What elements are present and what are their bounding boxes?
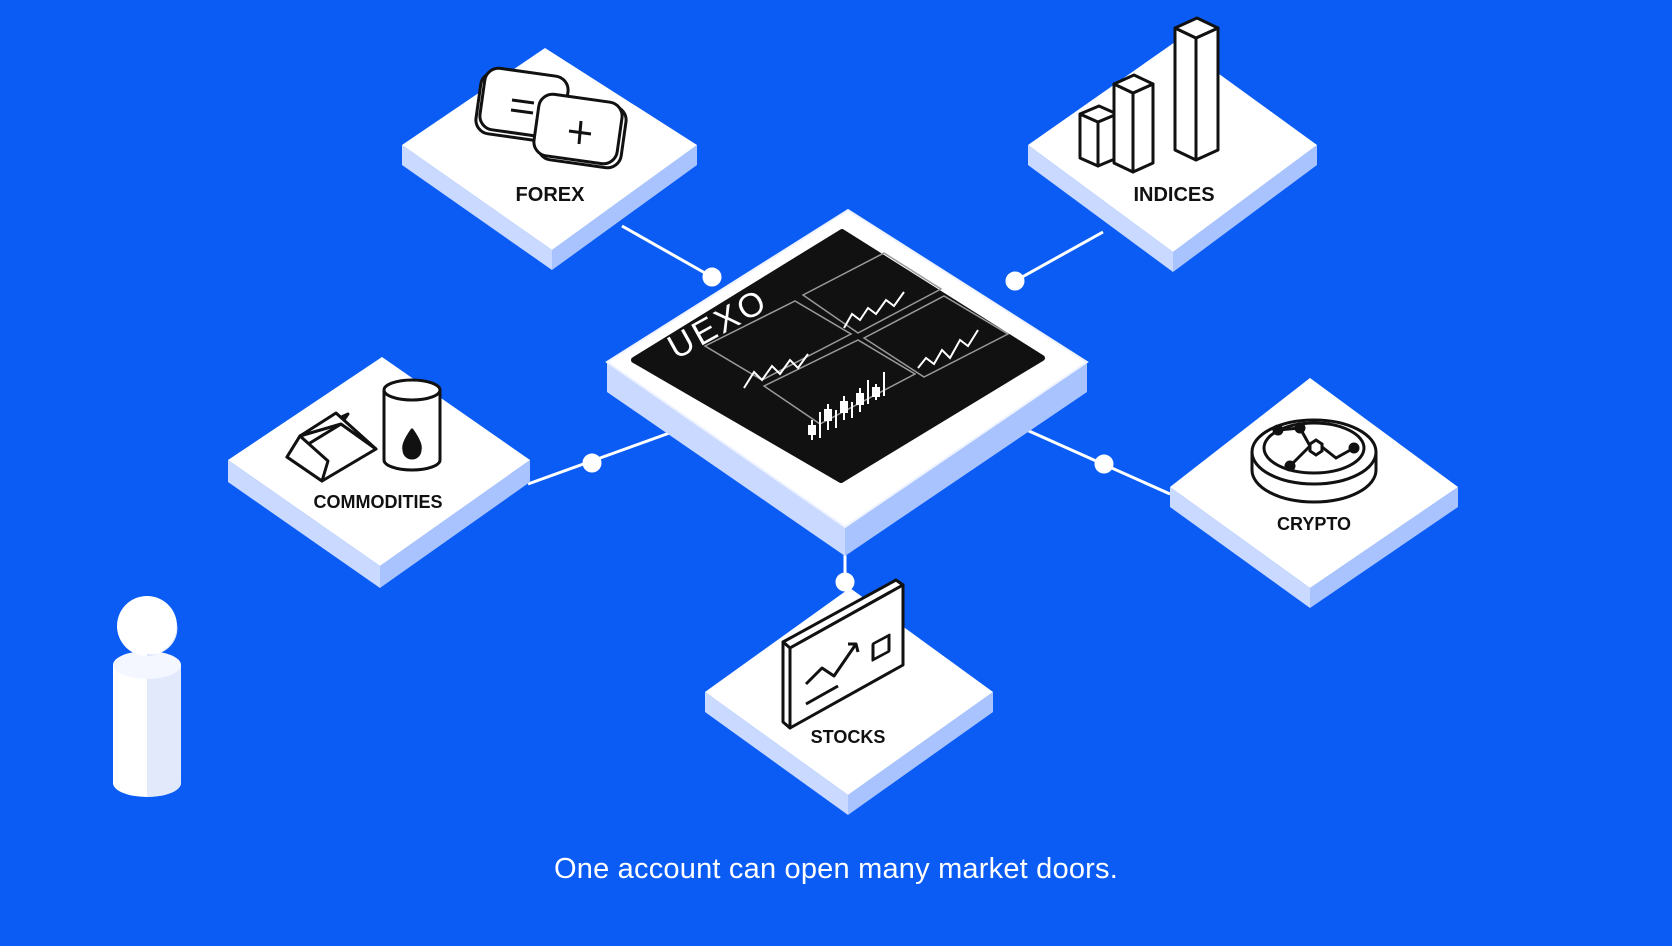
tile-label-crypto: CRYPTO [1277,514,1351,534]
hub-platform: UEXO [605,208,1089,556]
connectors [527,224,1171,592]
caption: One account can open many market doors. [554,853,1118,885]
connector-forex [621,224,713,279]
tile-stocks: STOCKS [705,578,993,815]
gold-bar-oil-barrel-icon [285,378,442,483]
connector-node-crypto [1094,454,1114,474]
connector-indices [1014,230,1104,283]
candlestick-chart [808,372,885,440]
forex-symbols-icon [474,66,628,170]
connector-commodities [527,429,676,486]
tile-label-indices: INDICES [1133,184,1214,206]
tile-indices: INDICES [1028,16,1317,272]
connector-node-commodities [582,453,602,473]
connector-node-stocks [835,572,855,592]
tile-forex: FOREX [402,48,697,270]
connector-crypto [1019,425,1171,496]
connector-node-indices [1005,271,1025,291]
connector-node-forex [702,267,722,287]
person-figure [113,596,181,797]
tile-label-commodities: COMMODITIES [314,492,443,512]
tile-commodities: COMMODITIES [228,357,530,588]
tile-label-forex: FOREX [516,184,586,206]
stock-chart-icon [781,578,905,730]
tile-crypto: CRYPTO [1170,378,1458,608]
tile-label-stocks: STOCKS [811,727,886,747]
crypto-coin-icon [1250,418,1378,504]
bar-columns-icon [1078,16,1220,174]
